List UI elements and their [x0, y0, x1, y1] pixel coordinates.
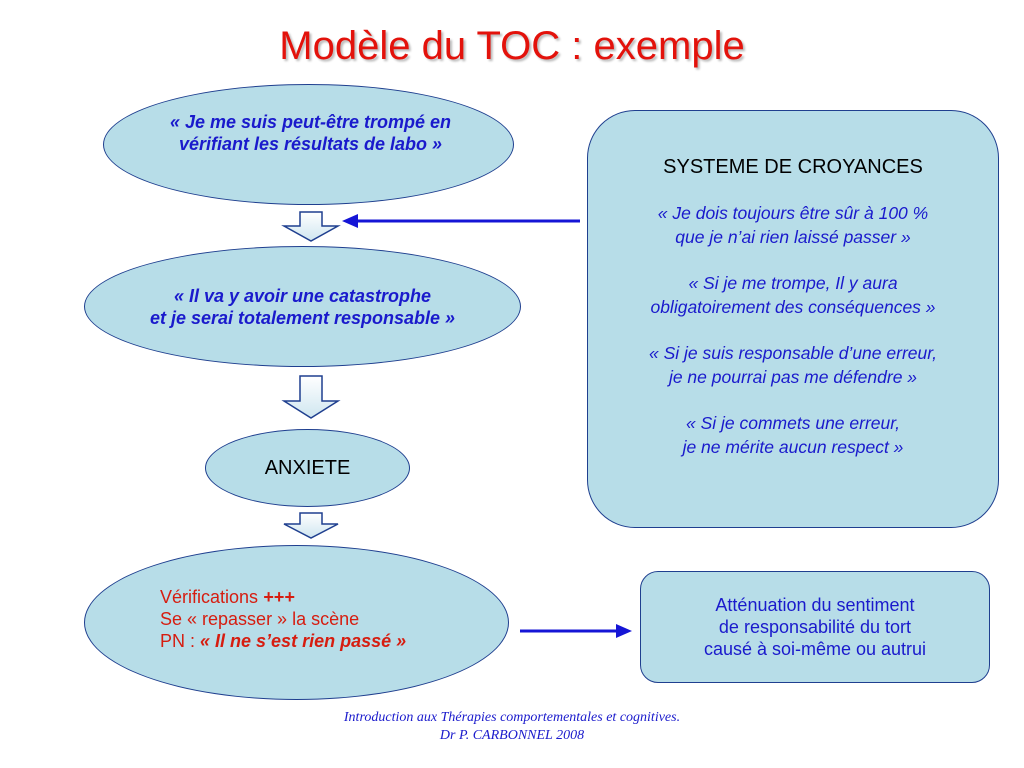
down-arrow-3 [283, 512, 339, 539]
thought-ellipse-1: « Je me suis peut-être trompé en vérifia… [103, 84, 514, 205]
behaviors-text: Vérifications +++ Se « repasser » la scè… [85, 586, 406, 652]
behavior-line-1: Vérifications +++ [160, 586, 406, 608]
belief-system-box: SYSTEME DE CROYANCES « Je dois toujours … [587, 110, 999, 528]
thought-1-line-2: vérifiant les résultats de labo » [178, 133, 443, 154]
consequence-line-3: causé à soi-même ou autrui [703, 639, 927, 659]
belief-2-line-2: obligatoirement des conséquences » [650, 297, 936, 317]
emotion-text: ANXIETE [264, 457, 351, 479]
thought-1-line-1: « Je me suis peut-être trompé en [169, 111, 452, 132]
belief-2-line-1: « Si je me trompe, Il y aura [688, 273, 898, 293]
behavior-line-3: PN : « Il ne s’est rien passé » [160, 630, 406, 652]
belief-system-heading: SYSTEME DE CROYANCES [663, 156, 923, 178]
thought-2-text: « Il va y avoir une catastrophe et je se… [150, 285, 455, 329]
thought-ellipse-2: « Il va y avoir une catastrophe et je se… [84, 246, 521, 367]
belief-arrow-head [342, 214, 358, 228]
behavior-1-text: Vérifications [160, 586, 264, 607]
consequence-line-2: de responsabilité du tort [718, 617, 912, 637]
belief-1-line-1: « Je dois toujours être sûr à 100 % [657, 203, 929, 223]
belief-3-line-1: « Si je suis responsable d’une erreur, [649, 343, 937, 363]
belief-3-line-2: je ne pourrai pas me défendre » [668, 367, 918, 387]
belief-4-line-2: je ne mérite aucun respect » [682, 437, 904, 457]
down-arrow-2 [281, 375, 341, 419]
behavior-3-emph: « Il ne s’est rien passé » [200, 630, 407, 651]
slide-title: Modèle du TOC : exemple [279, 24, 745, 68]
belief-1-line-2: que je n’ai rien laissé passer » [675, 227, 911, 247]
result-arrow-head [616, 624, 632, 638]
footer-author: Dr P. CARBONNEL 2008 [439, 728, 585, 743]
belief-item-3: « Si je suis responsable d’une erreur, j… [588, 341, 998, 389]
consequence-text: Atténuation du sentiment de responsabili… [704, 594, 926, 660]
consequence-line-1: Atténuation du sentiment [715, 595, 915, 615]
behavior-line-2: Se « repasser » la scène [160, 608, 360, 629]
thought-2-line-2: et je serai totalement responsable » [149, 307, 456, 328]
thought-1-text: « Je me suis peut-être trompé en vérifia… [170, 111, 451, 155]
down-arrow-1 [281, 211, 341, 242]
belief-item-4: « Si je commets une erreur, je ne mérite… [588, 411, 998, 459]
behavior-1-emph: +++ [263, 586, 295, 607]
footer-course: Introduction aux Thérapies comportementa… [343, 710, 681, 725]
behaviors-ellipse: Vérifications +++ Se « repasser » la scè… [84, 545, 509, 700]
belief-4-line-1: « Si je commets une erreur, [686, 413, 900, 433]
thought-2-line-1: « Il va y avoir une catastrophe [173, 285, 432, 306]
emotion-ellipse: ANXIETE [205, 429, 410, 507]
behavior-3-text: PN : [160, 630, 201, 651]
consequence-box: Atténuation du sentiment de responsabili… [640, 571, 990, 683]
belief-item-1: « Je dois toujours être sûr à 100 % que … [588, 201, 998, 249]
belief-item-2: « Si je me trompe, Il y aura obligatoire… [588, 271, 998, 319]
